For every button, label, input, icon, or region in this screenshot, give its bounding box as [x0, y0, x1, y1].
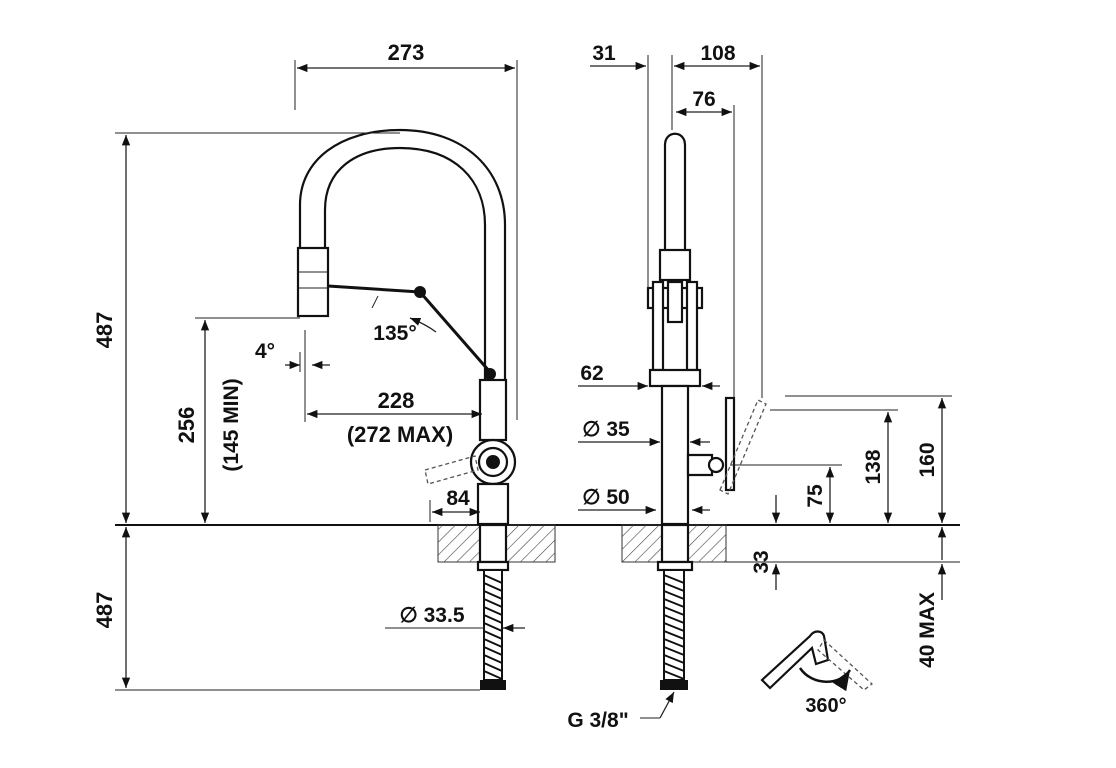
side-collar — [648, 368, 702, 388]
hose-diameter-label: ∅ 33.5 — [400, 604, 465, 627]
handle-height-label: 138 — [862, 449, 885, 484]
front-width-label: 273 — [388, 40, 425, 65]
side-lever-ghost — [719, 399, 767, 495]
side-shank — [660, 523, 690, 564]
front-dim-base-offset: 84 — [429, 487, 480, 522]
front-dim-reach: 228 (272 MAX) — [304, 330, 482, 447]
front-dim-hose-diameter: ∅ 33.5 — [385, 604, 525, 633]
front-height-label: 487 — [92, 312, 117, 349]
top-depth-label: 108 — [700, 42, 735, 65]
rotation-lever — [760, 630, 830, 690]
side-dim-lever-height: 75 — [730, 464, 842, 523]
side-dim-body-diameter: ∅ 35 — [578, 418, 710, 447]
base-diameter-label: ∅ 50 — [582, 486, 630, 509]
counter-max-label: 40 MAX — [916, 592, 939, 668]
handle-max-label: 160 — [916, 442, 939, 477]
side-dim-handle-max: 160 — [785, 395, 952, 523]
side-dim-collar: 62 — [578, 362, 720, 391]
front-spout-inner — [323, 146, 487, 380]
front-braided-hose — [480, 569, 506, 690]
rotation-angle-label: 360° — [805, 695, 846, 717]
reach-max-label: (272 MAX) — [347, 422, 453, 447]
tilt-angle-label: 4° — [255, 340, 275, 363]
collar-offset-label: 62 — [580, 362, 603, 385]
front-pivot-joint — [414, 286, 426, 298]
side-dim-counter-thickness: 33 — [726, 495, 960, 590]
rotation-lever-ghost — [817, 638, 874, 691]
hose-angle-label: 135° — [373, 322, 416, 345]
rotation-arrow-icon — [798, 667, 852, 692]
spout-height-min-label: (145 MIN) — [220, 378, 243, 471]
connection-label: G 3/8" — [567, 709, 628, 732]
rotation-detail: 360° — [760, 630, 874, 717]
front-handle-ghost — [424, 455, 479, 485]
side-dim-base-diameter: ∅ 50 — [578, 486, 710, 515]
front-dim-height-below: 487 — [92, 527, 480, 691]
front-body — [478, 378, 508, 442]
front-support-arm — [327, 284, 421, 294]
side-view — [621, 132, 767, 690]
front-view — [296, 128, 556, 690]
handle-reach-label: 76 — [692, 88, 715, 111]
front-below-label: 487 — [92, 592, 117, 629]
front-dim-width: 273 — [294, 40, 518, 420]
side-braided-hose — [660, 569, 688, 690]
base-offset-label: 84 — [446, 487, 470, 510]
counter-thickness-label: 33 — [750, 550, 773, 573]
side-body — [660, 384, 690, 526]
body-diameter-label: ∅ 35 — [582, 418, 630, 441]
side-dim-counter-max: 40 MAX — [916, 527, 947, 668]
side-dim-handle-reach: 76 — [676, 88, 735, 398]
reach-label: 228 — [378, 388, 415, 413]
front-spray-head — [296, 246, 330, 318]
side-dim-handle-height: 138 — [770, 409, 898, 523]
lever-height-label: 75 — [804, 484, 827, 508]
front-dim-height-total: 487 — [92, 132, 400, 523]
top-offset-label: 31 — [592, 42, 616, 65]
spout-height-label: 256 — [174, 407, 199, 444]
front-dim-spout-height: 256 (145 MIN) — [174, 317, 300, 523]
front-shank — [478, 523, 508, 564]
side-connection-callout: G 3/8" — [567, 691, 675, 732]
side-hose-guide — [658, 248, 692, 282]
side-lever — [724, 396, 736, 492]
side-dim-top: 31 108 — [590, 42, 763, 398]
front-dim-angles: 135° 4° — [255, 295, 437, 372]
side-spout-neck — [663, 132, 687, 250]
